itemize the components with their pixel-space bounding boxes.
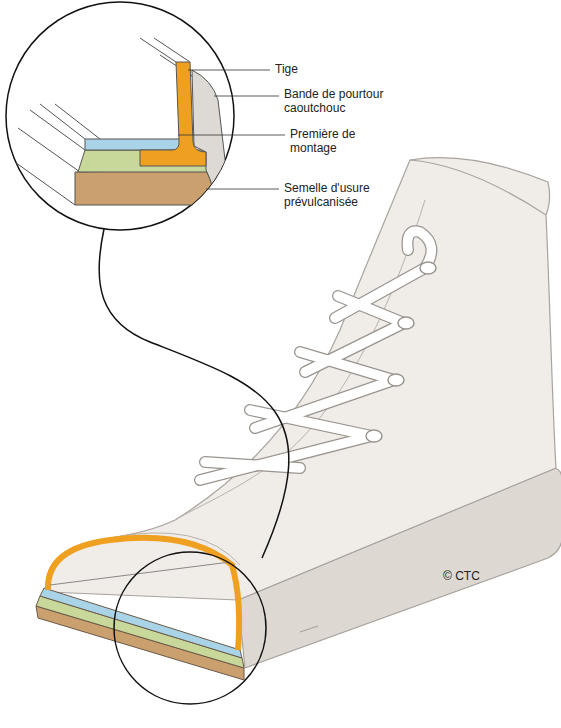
sole-groove <box>300 626 318 632</box>
collar <box>410 160 546 215</box>
tongue <box>175 200 425 520</box>
leader-lines <box>178 70 285 189</box>
detail-circle <box>114 552 266 704</box>
laces <box>200 231 431 480</box>
part-label: Semelle d'usure prévulcanisée <box>284 182 384 210</box>
inset-circle <box>6 2 234 230</box>
inset-section <box>5 38 230 205</box>
part-label: Bande de pourtour caoutchouc <box>284 88 404 116</box>
part-label: Première de montage <box>290 128 356 156</box>
toe-section <box>36 538 244 680</box>
part-label: Tige <box>275 63 355 77</box>
copyright-note: © CTC <box>443 570 480 584</box>
eyelets <box>366 262 436 442</box>
detail-connector <box>99 229 289 558</box>
